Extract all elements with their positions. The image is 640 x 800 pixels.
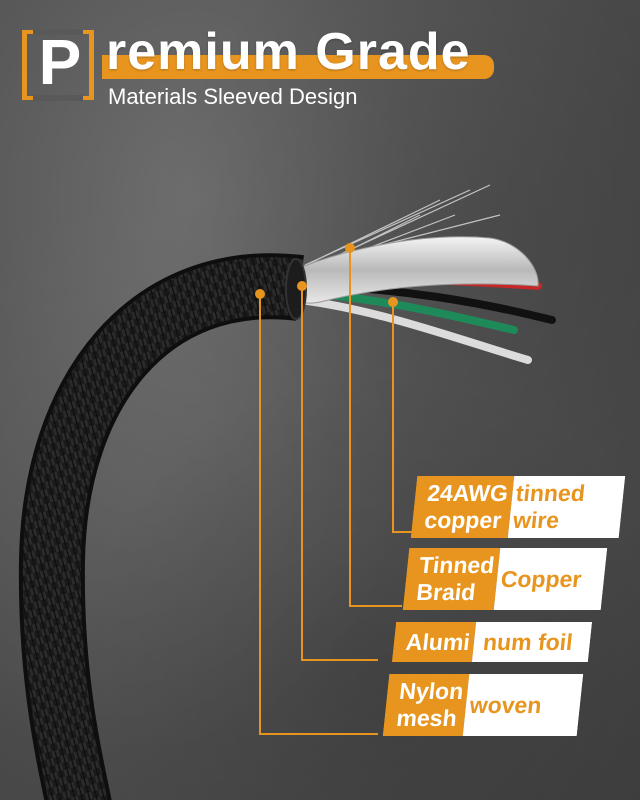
leader-line-nylon-mesh — [259, 294, 378, 735]
callout-white-line-1: tinned — [514, 480, 587, 506]
leader-dot-copper-wire — [388, 297, 398, 307]
callout-orange-text: Alumi — [404, 628, 472, 655]
callout-orange-line-2: copper — [423, 507, 503, 533]
callout-white-line-1: woven — [468, 691, 543, 718]
callout-24awg-tinned-copper-wire: 24AWG copper tinned wire — [410, 476, 626, 538]
leader-dot-nylon-mesh — [255, 289, 265, 299]
callout-tinned-copper-braid: Tinned Braid Copper — [402, 548, 608, 610]
callout-nylon-woven-mesh: Nylon mesh woven — [382, 674, 584, 736]
callout-orange-line-1: Nylon — [398, 678, 465, 704]
callout-orange-line-1: 24AWG — [426, 480, 510, 506]
title-bracket-frame — [22, 29, 94, 101]
title-underline-bar — [102, 55, 494, 79]
title-initial-letter: P — [38, 26, 82, 98]
aluminum-foil-wrap — [288, 236, 539, 304]
leader-dot-copper-braid — [345, 243, 355, 253]
nylon-braid-texture — [22, 257, 304, 800]
callout-aluminum-foil: Alumi num foil — [391, 622, 593, 662]
leader-line-copper-braid — [349, 248, 402, 607]
leader-line-aluminum-foil — [301, 286, 378, 661]
callout-orange-line-2: mesh — [395, 705, 459, 731]
page-subtitle: Materials Sleeved Design — [108, 84, 358, 109]
leader-line-copper-wire — [392, 302, 412, 533]
page-title: remium Grade — [106, 23, 471, 81]
callout-white-line-2: wire — [511, 507, 561, 533]
callout-white-text: num foil — [481, 628, 575, 655]
callout-white-line-1: Copper — [499, 565, 583, 592]
callout-orange-line-1: Tinned — [418, 552, 496, 578]
leader-dot-aluminum-foil — [297, 281, 307, 291]
callout-orange-line-2: Braid — [415, 579, 477, 605]
wire-white — [296, 296, 532, 364]
